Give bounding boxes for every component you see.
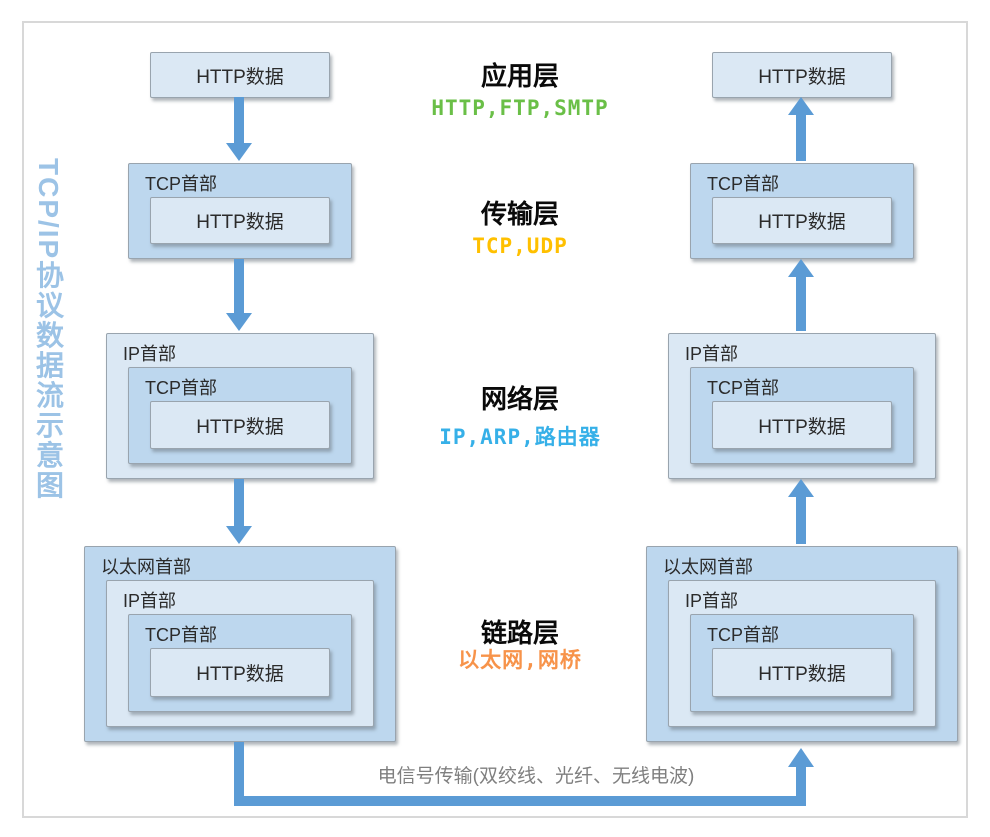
layer-label-application: 应用层 xyxy=(480,61,559,91)
packet-tcp-left: TCP首部 HTTP数据 xyxy=(128,163,352,259)
down-arrow-icon xyxy=(226,97,252,161)
down-arrow-icon xyxy=(226,259,252,331)
packet-tcp-nested: TCP首部 HTTP数据 xyxy=(128,367,352,464)
packet-label: HTTP数据 xyxy=(758,66,846,88)
arrow-shaft xyxy=(234,97,244,144)
arrow-shaft xyxy=(796,114,806,161)
layer-protocols-application: HTTP,FTP,SMTP xyxy=(431,96,609,120)
layer-protocols-network: IP,ARP,路由器 xyxy=(439,425,601,449)
up-arrow-icon xyxy=(788,97,814,161)
arrow-shaft xyxy=(234,479,244,527)
packet-label: HTTP数据 xyxy=(196,664,284,685)
arrow-shaft xyxy=(234,259,244,314)
packet-http-nested: HTTP数据 xyxy=(712,648,892,697)
layer-label-network: 网络层 xyxy=(480,384,559,414)
packet-label: HTTP数据 xyxy=(758,212,846,233)
arrow-head xyxy=(788,479,814,497)
transmission-note: 电信号传输(双绞线、光纤、无线电波) xyxy=(377,766,695,787)
packet-http-nested: HTTP数据 xyxy=(150,648,330,697)
arrow-head xyxy=(226,143,252,161)
packet-eth-right: 以太网首部 IP首部 TCP首部 HTTP数据 xyxy=(646,546,958,742)
layer-protocols-link: 以太网,网桥 xyxy=(458,648,582,672)
packet-ip-right: IP首部 TCP首部 HTTP数据 xyxy=(668,333,936,479)
packet-ip-left: IP首部 TCP首部 HTTP数据 xyxy=(106,333,374,479)
packet-http-nested: HTTP数据 xyxy=(712,197,892,244)
packet-label: 以太网首部 xyxy=(663,557,753,577)
packet-tcp-nested: TCP首部 HTTP数据 xyxy=(690,367,914,464)
transmission-connector-right xyxy=(796,766,806,806)
packet-label: HTTP数据 xyxy=(758,664,846,685)
packet-http-nested: HTTP数据 xyxy=(150,401,330,449)
up-arrow-head-icon xyxy=(788,748,814,767)
packet-http-right: HTTP数据 xyxy=(712,52,892,98)
packet-label: IP首部 xyxy=(123,344,177,364)
packet-tcp-nested: TCP首部 HTTP数据 xyxy=(690,614,914,712)
packet-http-left: HTTP数据 xyxy=(150,52,330,98)
arrow-shaft xyxy=(796,276,806,331)
layer-protocols-transport: TCP,UDP xyxy=(472,234,568,258)
down-arrow-icon xyxy=(226,479,252,544)
packet-label: HTTP数据 xyxy=(196,416,284,438)
packet-tcp-nested: TCP首部 HTTP数据 xyxy=(128,614,352,712)
arrow-head xyxy=(226,526,252,544)
layer-label-link: 链路层 xyxy=(480,618,559,648)
packet-label: TCP首部 xyxy=(707,625,779,645)
diagram-title: TCP/IP协议数据流示意图 xyxy=(33,158,64,501)
packet-label: HTTP数据 xyxy=(758,416,846,438)
arrow-head xyxy=(788,259,814,277)
packet-label: 以太网首部 xyxy=(101,557,191,577)
arrow-head xyxy=(788,97,814,115)
packet-label: TCP首部 xyxy=(145,625,217,645)
transmission-connector-left xyxy=(234,742,244,806)
packet-tcp-right: TCP首部 HTTP数据 xyxy=(690,163,914,259)
packet-eth-left: 以太网首部 IP首部 TCP首部 HTTP数据 xyxy=(84,546,396,742)
packet-label: HTTP数据 xyxy=(196,66,284,88)
packet-label: IP首部 xyxy=(685,344,739,364)
layer-label-transport: 传输层 xyxy=(480,199,559,229)
arrow-shaft xyxy=(796,496,806,544)
up-arrow-icon xyxy=(788,479,814,544)
packet-label: IP首部 xyxy=(685,591,739,611)
packet-label: TCP首部 xyxy=(707,174,779,194)
packet-label: TCP首部 xyxy=(145,378,217,398)
packet-label: IP首部 xyxy=(123,591,177,611)
packet-ip-nested: IP首部 TCP首部 HTTP数据 xyxy=(106,580,374,727)
transmission-connector-horizontal xyxy=(234,796,806,806)
packet-http-nested: HTTP数据 xyxy=(150,197,330,244)
arrow-head xyxy=(226,313,252,331)
packet-label: HTTP数据 xyxy=(196,212,284,233)
packet-label: TCP首部 xyxy=(145,174,217,194)
up-arrow-icon xyxy=(788,259,814,331)
packet-ip-nested: IP首部 TCP首部 HTTP数据 xyxy=(668,580,936,727)
packet-http-nested: HTTP数据 xyxy=(712,401,892,449)
packet-label: TCP首部 xyxy=(707,378,779,398)
